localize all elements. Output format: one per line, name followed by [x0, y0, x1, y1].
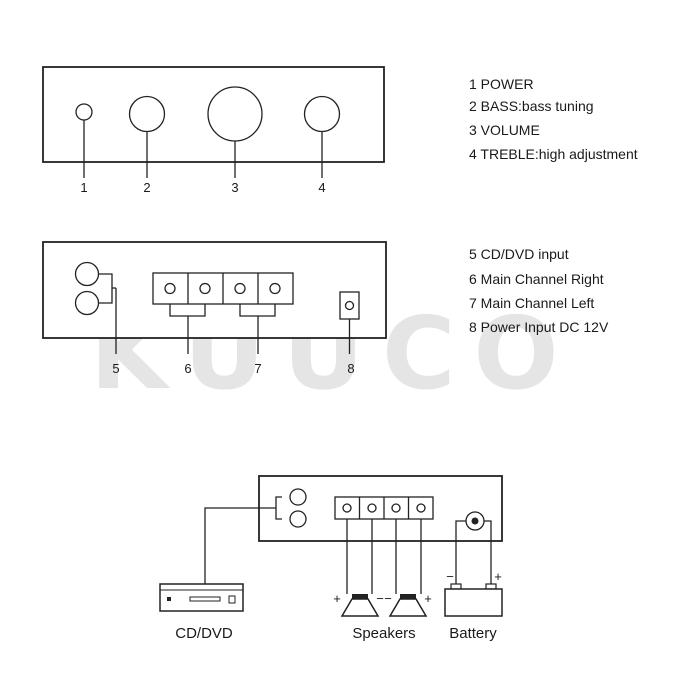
speaker-left-minus: −	[376, 591, 384, 606]
speaker-right-icon	[388, 594, 428, 617]
legend-power: 1 POWER	[469, 76, 534, 92]
battery-label: Battery	[449, 625, 497, 642]
amp-rca-bottom	[289, 510, 307, 528]
legend-bass: 2 BASS:bass tuning	[469, 98, 594, 114]
front-panel-outline	[42, 66, 385, 163]
amplifier-outline	[258, 475, 503, 542]
amp-terminal-3	[391, 503, 401, 513]
front-legend: 1 POWER 2 BASS:bass tuning 3 VOLUME 4 TR…	[469, 76, 638, 162]
speaker-left-plus: +	[333, 591, 341, 606]
battery-icon	[444, 583, 503, 617]
legend-cd-dvd-input: 5 CD/DVD input	[469, 246, 569, 262]
speakers-label: Speakers	[352, 625, 415, 642]
callout-1: 1	[80, 180, 87, 195]
callout-6: 6	[184, 361, 191, 376]
callout-5: 5	[112, 361, 119, 376]
terminal-4	[269, 282, 281, 295]
amp-terminal-1	[342, 503, 352, 513]
front-panel: 1 2 3 4	[42, 66, 385, 195]
legend-main-left: 7 Main Channel Left	[469, 295, 594, 311]
bass-knob	[128, 95, 166, 133]
rca-input-bottom	[74, 290, 100, 316]
cd-dvd-player-icon	[159, 583, 244, 612]
callout-2: 2	[143, 180, 150, 195]
callout-3: 3	[231, 180, 238, 195]
terminal-2	[199, 282, 211, 295]
legend-power-input: 8 Power Input DC 12V	[469, 319, 609, 335]
speaker-right-minus: −	[384, 591, 392, 606]
amp-rca-top	[289, 488, 307, 506]
callout-7: 7	[254, 361, 261, 376]
terminal-3	[234, 282, 246, 295]
wiring-diagram: + − − + − + CD/DVD Speakers	[159, 475, 503, 642]
speaker-right-plus: +	[424, 591, 432, 606]
legend-volume: 3 VOLUME	[469, 122, 540, 138]
dc-jack-pin	[344, 300, 355, 311]
rear-panel: 5 6 7 8	[42, 241, 387, 376]
speaker-left-icon	[340, 594, 380, 617]
amp-terminal-2	[367, 503, 377, 513]
legend-main-right: 6 Main Channel Right	[469, 271, 604, 287]
rear-panel-outline	[42, 241, 387, 339]
battery-minus: −	[446, 569, 454, 584]
rca-input-top	[74, 261, 100, 287]
cd-dvd-label: CD/DVD	[175, 625, 233, 642]
legend-treble: 4 TREBLE:high adjustment	[469, 146, 638, 162]
amp-terminal-4	[416, 503, 426, 513]
callout-8: 8	[347, 361, 354, 376]
rear-legend: 5 CD/DVD input 6 Main Channel Right 7 Ma…	[469, 246, 609, 335]
battery-plus: +	[494, 569, 502, 584]
cd-dvd-cable	[204, 507, 276, 584]
treble-knob	[303, 95, 341, 133]
terminal-1	[164, 282, 176, 295]
callout-4: 4	[318, 180, 325, 195]
